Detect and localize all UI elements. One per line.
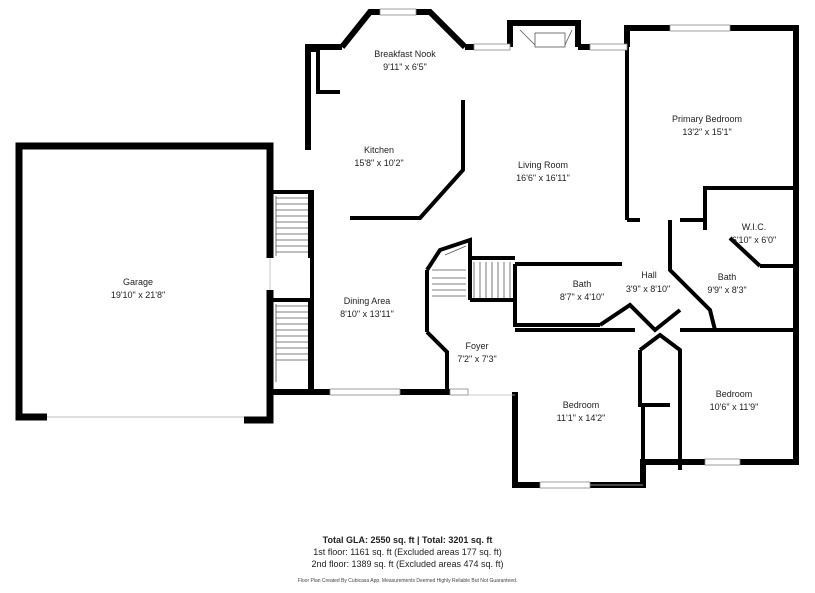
primary-bedroom-dim: 13'2" x 15'1"	[682, 127, 732, 137]
garage-name: Garage	[122, 277, 154, 287]
dining-area-dim: 8'10" x 13'11"	[340, 309, 394, 319]
kitchen-name: Kitchen	[363, 145, 395, 155]
credit-note: Floor Plan Created By Cubicasa App. Meas…	[297, 578, 518, 584]
bedroom-right-name: Bedroom	[715, 389, 753, 399]
door-openings	[269, 258, 643, 486]
fireplace	[519, 29, 573, 48]
wic-dim: 6'10" x 6'0"	[731, 235, 777, 245]
wic-name: W.I.C.	[741, 222, 767, 232]
interior-walls	[270, 47, 796, 470]
foyer-name: Foyer	[465, 341, 489, 351]
garage-walls	[15, 142, 274, 424]
living-room-dim: 16'6" x 16'11"	[516, 173, 570, 183]
windows	[329, 8, 741, 489]
foyer-dim: 7'2" x 7'3"	[457, 354, 497, 364]
stairs-left-lower	[275, 304, 308, 382]
primary-bedroom-name: Primary Bedroom	[671, 114, 743, 124]
hall-bath-dim: 8'7" x 4'10"	[559, 292, 605, 302]
hall-bath-name: Bath	[572, 279, 592, 289]
bedroom-left-name: Bedroom	[562, 400, 600, 410]
first-floor-area: 1st floor: 1161 sq. ft (Excluded areas 1…	[313, 547, 502, 557]
living-room-name: Living Room	[517, 160, 569, 170]
bedroom-left-dim: 11'1" x 14'2"	[556, 413, 606, 423]
kitchen-dim: 15'8" x 10'2"	[354, 158, 404, 168]
master-bath-name: Bath	[717, 272, 737, 282]
hall-dim: 3'9" x 8'10"	[625, 284, 671, 294]
breakfast-nook-name: Breakfast Nook	[374, 49, 436, 59]
stairs-foyer	[432, 245, 511, 298]
garage-dim: 19'10" x 21'8"	[110, 290, 166, 300]
bedroom-right-dim: 10'6" x 11'9"	[709, 402, 759, 412]
hall-name: Hall	[641, 270, 657, 280]
stairs-left-upper	[275, 196, 308, 256]
breakfast-nook-dim: 9'11" x 6'5"	[383, 62, 427, 72]
master-bath-dim: 9'9" x 8'3"	[707, 285, 747, 295]
second-floor-area: 2nd floor: 1389 sq. ft (Excluded areas 4…	[311, 559, 504, 569]
total-gla: Total GLA: 2550 sq. ft | Total: 3201 sq.…	[322, 535, 493, 545]
dining-area-name: Dining Area	[343, 296, 391, 306]
